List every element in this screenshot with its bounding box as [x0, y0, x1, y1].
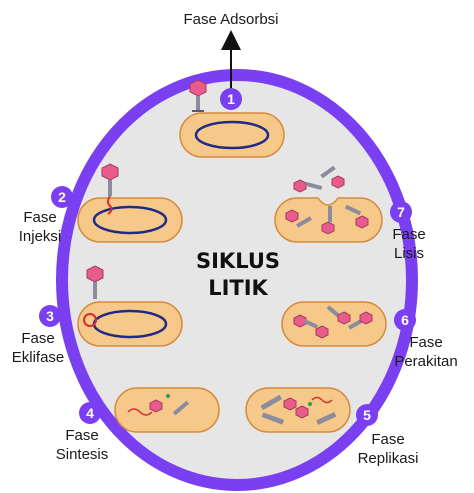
badge-stage-1: 1	[220, 88, 242, 110]
badge-stage-2: 2	[51, 186, 73, 208]
svg-text:1: 1	[227, 91, 235, 107]
center-title-line-1: SIKLUS	[196, 249, 280, 273]
label-stage-2-line-1: Fase	[23, 209, 56, 226]
dna-fragment-icon	[127, 408, 153, 416]
label-stage-5-line-1: Fase	[371, 431, 404, 448]
cell-stage-3	[77, 265, 183, 347]
cell-stage-2	[77, 163, 183, 243]
label-stage-6-line-2: Perakitan	[394, 353, 457, 370]
label-stage-5-line-2: Replikasi	[358, 450, 419, 467]
label-stage-7-line-2: Lisis	[394, 245, 424, 262]
svg-text:4: 4	[86, 405, 94, 421]
assembled-phages-icon	[293, 305, 373, 339]
empty-phage-icon	[86, 265, 104, 299]
cycle-ring	[56, 69, 418, 491]
badge-stage-4: 4	[79, 402, 101, 424]
injecting-phage-icon	[101, 163, 119, 215]
badge-stage-6: 6	[394, 309, 416, 331]
tail-protein-icon	[172, 400, 190, 416]
svg-text:7: 7	[397, 204, 405, 220]
label-stage-6-line-1: Fase	[409, 334, 442, 351]
badge-stage-3: 3	[39, 305, 61, 327]
cell-stage-4	[114, 387, 220, 433]
svg-text:2: 2	[58, 189, 66, 205]
badge-stage-7: 7	[390, 201, 412, 223]
released-phages-icon	[285, 165, 369, 235]
svg-text:5: 5	[363, 407, 371, 423]
label-stage-3-line-1: Fase	[21, 330, 54, 347]
cell-stage-1	[179, 79, 285, 158]
viral-dna-circle	[83, 313, 97, 327]
svg-text:3: 3	[46, 308, 54, 324]
cell-stage-7	[274, 165, 383, 243]
label-stage-4-line-2: Sintesis	[56, 446, 109, 463]
svg-text:6: 6	[401, 312, 409, 328]
capsid-icon	[149, 399, 163, 413]
label-stage-7-line-1: Fase	[392, 226, 425, 243]
label-stage-2-line-2: Injeksi	[19, 228, 62, 245]
label-stage-1: Fase Adsorbsi	[183, 11, 278, 28]
cell-stage-6	[281, 301, 387, 347]
phage-icon	[189, 79, 207, 112]
label-stage-3-line-2: Eklifase	[12, 349, 65, 366]
badge-stage-5: 5	[356, 404, 378, 426]
label-stage-4-line-1: Fase	[65, 427, 98, 444]
center-title-line-2: LITIK	[208, 276, 268, 300]
cell-stage-5	[245, 387, 351, 433]
